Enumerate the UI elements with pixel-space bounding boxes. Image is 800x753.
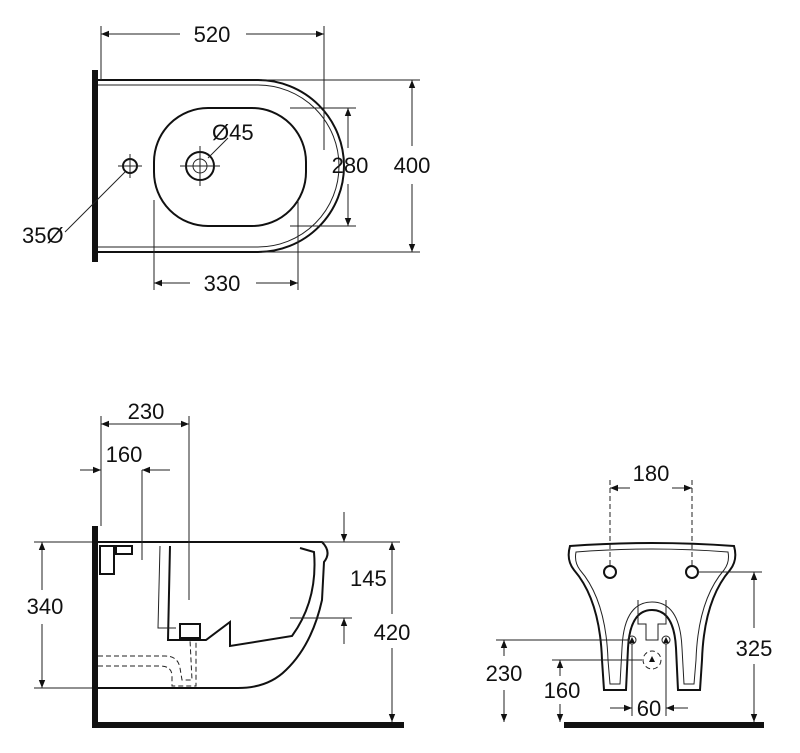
bidet-outline [98, 79, 345, 253]
waste-connection [642, 650, 662, 670]
rear-waste-height-dimension: 160 [544, 678, 581, 703]
mounting-bracket [99, 545, 115, 575]
rear-fixing-spacing-dimension: 180 [633, 461, 670, 486]
waste-pipe-hidden-top [98, 639, 193, 681]
length-dimension: 520 [194, 22, 231, 47]
rear-waste-spacing-dimension: 60 [637, 696, 661, 721]
rear-body-outline [567, 542, 737, 691]
supply-connection-right [661, 635, 671, 645]
side-view: 230 160 340 145 420 [27, 399, 411, 728]
rear-view-floor [564, 722, 764, 728]
tap-hole-label: Ø45 [212, 120, 254, 145]
rim-height-dimension: 420 [374, 620, 411, 645]
side-view-wall [92, 526, 98, 728]
rear-view: 180 325 230 160 60 [486, 461, 773, 728]
fixing-height-dimension: 340 [27, 594, 64, 619]
rear-fixing-hole-left [603, 565, 617, 579]
top-view: Ø45 35Ø 520 400 280 330 [22, 22, 430, 296]
bowl-length-dimension: 330 [204, 271, 241, 296]
fixing-distance-dimension: 160 [106, 442, 143, 467]
tap-hole-leader [207, 137, 229, 159]
width-dimension: 400 [394, 153, 431, 178]
waste-pipe-hidden-bottom [98, 640, 197, 687]
rear-body-inner-line [575, 548, 729, 685]
outlet-fitting [179, 623, 201, 639]
top-view-wall [92, 70, 98, 262]
rear-fixing-height-dimension: 325 [736, 636, 773, 661]
bowl-outline [153, 107, 307, 227]
bidet-rim-line [98, 84, 340, 248]
tap-hole [180, 146, 220, 186]
rear-outlet-housing [637, 600, 667, 641]
bowl-depth-dimension: 145 [350, 566, 387, 591]
fixing-hole-leader [64, 171, 126, 233]
side-view-floor [92, 722, 404, 728]
outlet-distance-dimension: 230 [128, 399, 165, 424]
bowl-width-dimension: 280 [332, 153, 369, 178]
fixing-hole [118, 154, 142, 178]
rear-fixing-hole-right [685, 565, 699, 579]
wall-fitting [92, 656, 98, 668]
fixing-hole-label: 35Ø [22, 223, 64, 248]
rear-supply-height-dimension: 230 [486, 661, 523, 686]
mounting-bracket-top [115, 545, 133, 555]
side-bowl-inner-line [157, 545, 176, 629]
side-body-outline [98, 541, 329, 689]
side-bowl-outline [166, 545, 316, 648]
